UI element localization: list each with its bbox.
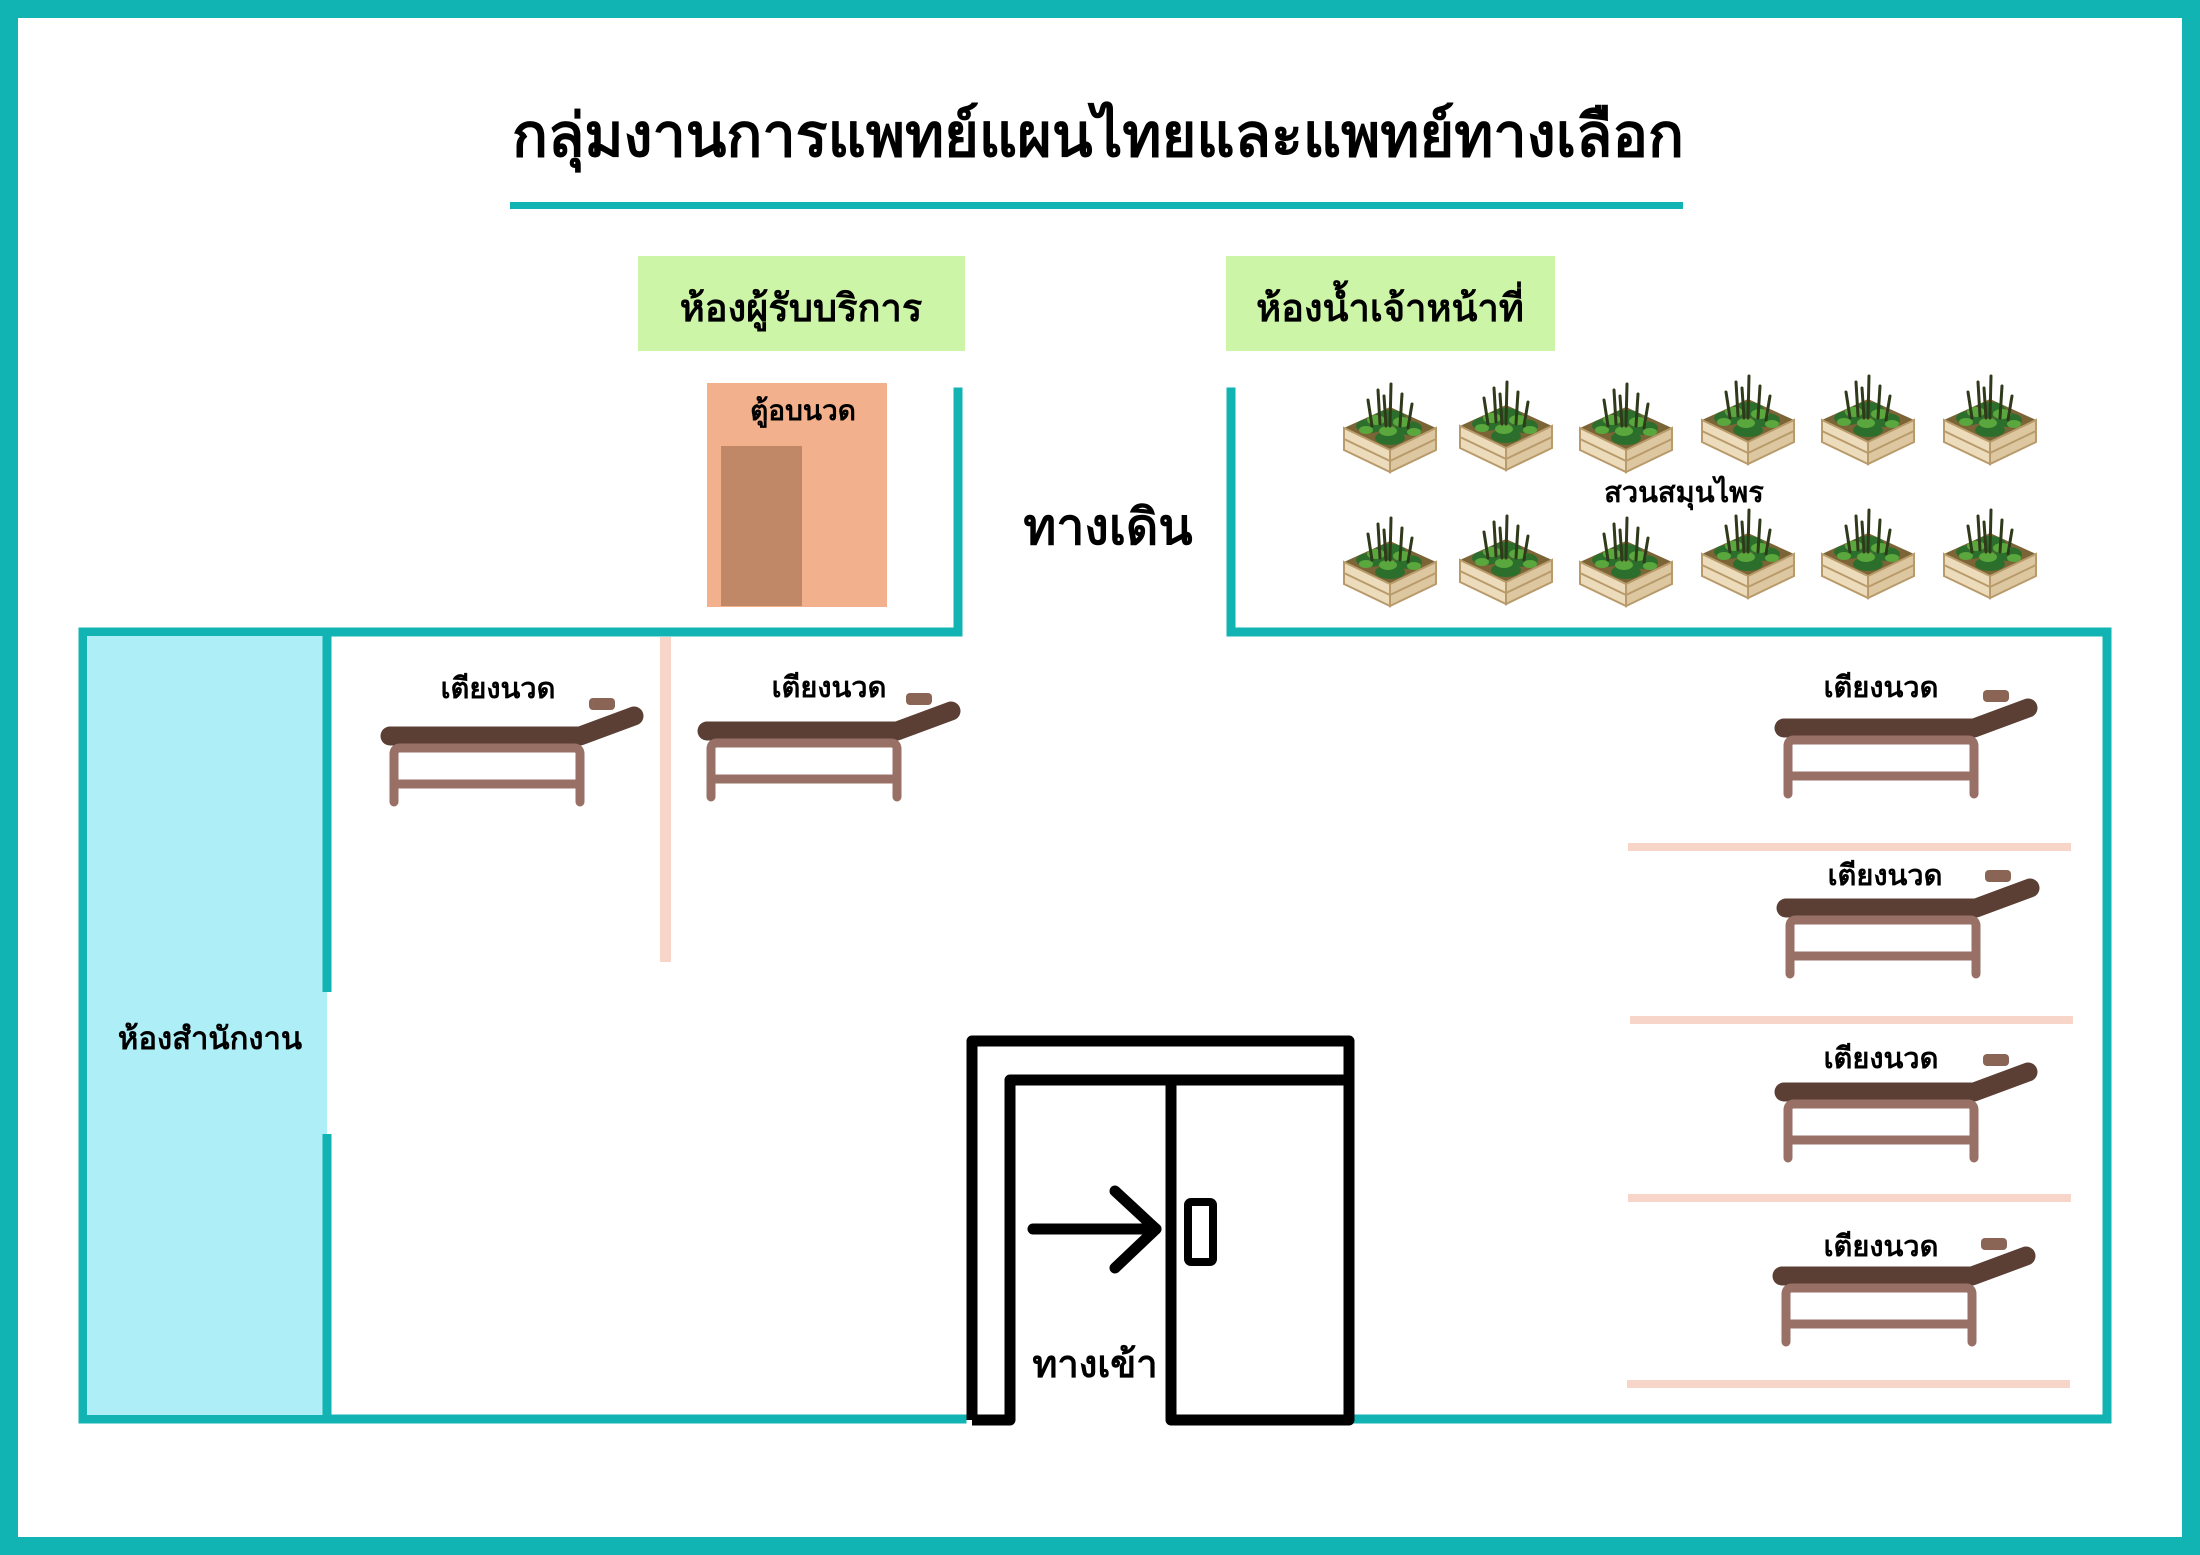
massage-bed-label: เตียงนวด (1824, 1229, 1939, 1263)
herb-planter (1820, 508, 1916, 600)
massage-bed-label: เตียงนวด (1828, 858, 1943, 892)
massage-bed: เตียงนวด (1784, 1041, 2028, 1158)
entrance-label: ทางเข้า (1032, 1342, 1157, 1386)
herb-planter (1942, 508, 2038, 600)
herb-planter (1820, 374, 1916, 466)
staff-restroom-label: ห้องน้ำเจ้าหน้าที่ (1256, 280, 1524, 330)
massage-bed-label: เตียงนวด (441, 671, 556, 705)
massage-bed: เตียงนวด (1786, 858, 2030, 974)
herb-planter (1942, 374, 2038, 466)
walkway-label: ทางเดิน (1023, 498, 1192, 556)
title-underline (510, 202, 1683, 209)
office-room (87, 636, 327, 1415)
herb-planter (1342, 382, 1438, 474)
herb-planter (1578, 516, 1674, 608)
bed-dividers (660, 637, 2073, 1388)
herb-planter (1458, 514, 1554, 606)
office-label: ห้องสำนักงาน (118, 1021, 302, 1057)
herb-planter (1700, 374, 1796, 466)
herb-planter (1458, 380, 1554, 472)
walls (78, 387, 2112, 1424)
massage-bed-label: เตียงนวด (1824, 670, 1939, 704)
herb-planter (1342, 516, 1438, 608)
door-handle (1184, 1198, 1217, 1266)
massage-bed-label: เตียงนวด (1824, 1041, 1939, 1075)
steam-cabinet-door (721, 446, 802, 606)
massage-bed: เตียงนวด (1784, 670, 2028, 794)
massage-bed-label: เตียงนวด (772, 670, 887, 704)
staff-restroom-label-box (1226, 256, 1555, 351)
entrance-door (966, 1035, 1355, 1426)
client-room-label-box (638, 256, 965, 351)
arrow-right-icon (1027, 1185, 1162, 1274)
massage-bed: เตียงนวด (390, 671, 634, 802)
massage-bed: เตียงนวด (1782, 1229, 2026, 1342)
massage-bed: เตียงนวด (707, 670, 951, 797)
steam-cabinet-label: ตู้อบนวด (750, 394, 856, 428)
client-room-label: ห้องผู้รับบริการ (680, 286, 923, 332)
herb-planter (1700, 508, 1796, 600)
page-title: กลุ่มงานการแพทย์แผนไทยและแพทย์ทางเลือก (512, 100, 1684, 173)
herb-garden-label: สวนสมุนไพร (1604, 475, 1764, 510)
herb-planter (1578, 382, 1674, 474)
